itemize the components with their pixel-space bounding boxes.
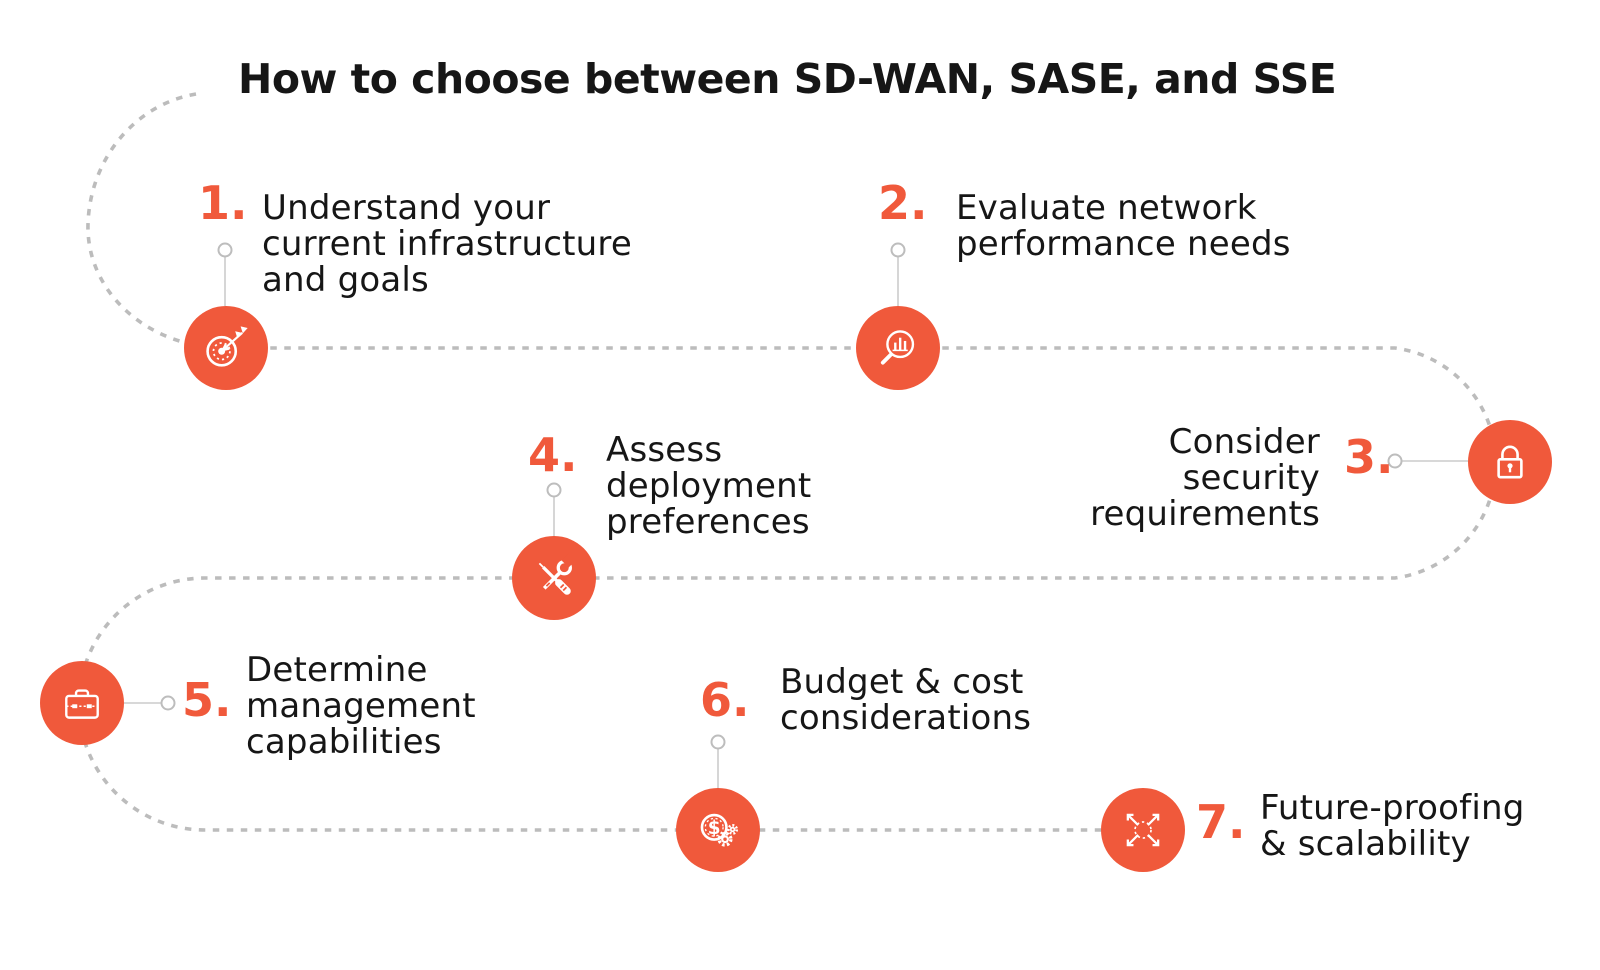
connector-node-1 (217, 242, 233, 258)
step-1-number: 1. (198, 176, 248, 230)
step-3-text: Consider security requirements (1090, 422, 1320, 534)
step-1-bubble (184, 306, 268, 390)
step-3-bubble (1468, 420, 1552, 504)
briefcase-icon (65, 689, 99, 719)
step-2-text: Evaluate network performance needs (956, 188, 1291, 264)
step-4-text: Assess deployment preferences (606, 430, 812, 542)
padlock-icon (1497, 445, 1523, 479)
step-6-text: Budget & cost considerations (780, 662, 1032, 738)
expand-arrows-icon (1126, 813, 1160, 847)
dollar-symbol: $ (708, 818, 721, 839)
step-2-bubble (856, 306, 940, 390)
step-3-number: 3. (1344, 430, 1394, 484)
connector-node-3 (1387, 453, 1403, 469)
step-5-number: 5. (182, 673, 232, 727)
step-6-number: 6. (700, 673, 750, 727)
dollar-gears-icon: $ (700, 813, 739, 847)
step-4-number: 4. (528, 428, 578, 482)
crossed-tools-icon (538, 553, 576, 595)
step-7-text: Future-proofing & scalability (1260, 788, 1525, 864)
page-title: How to choose between SD-WAN, SASE, and … (238, 55, 1337, 103)
target-arrow-icon (206, 326, 248, 367)
step-7-bubble (1101, 788, 1185, 872)
step-5-bubble (40, 661, 124, 745)
step-7-number: 7. (1196, 795, 1246, 849)
connector-node-5 (160, 695, 176, 711)
step-4-bubble (512, 536, 596, 620)
connector-node-2 (890, 242, 906, 258)
step-6-bubble: $ (676, 788, 760, 872)
magnifier-chart-icon (880, 330, 915, 365)
step-5-text: Determine management capabilities (246, 650, 476, 762)
step-2-number: 2. (878, 176, 928, 230)
connector-node-4 (546, 482, 562, 498)
connector-node-6 (710, 734, 726, 750)
step-1-text: Understand your current infrastructure a… (262, 188, 632, 300)
